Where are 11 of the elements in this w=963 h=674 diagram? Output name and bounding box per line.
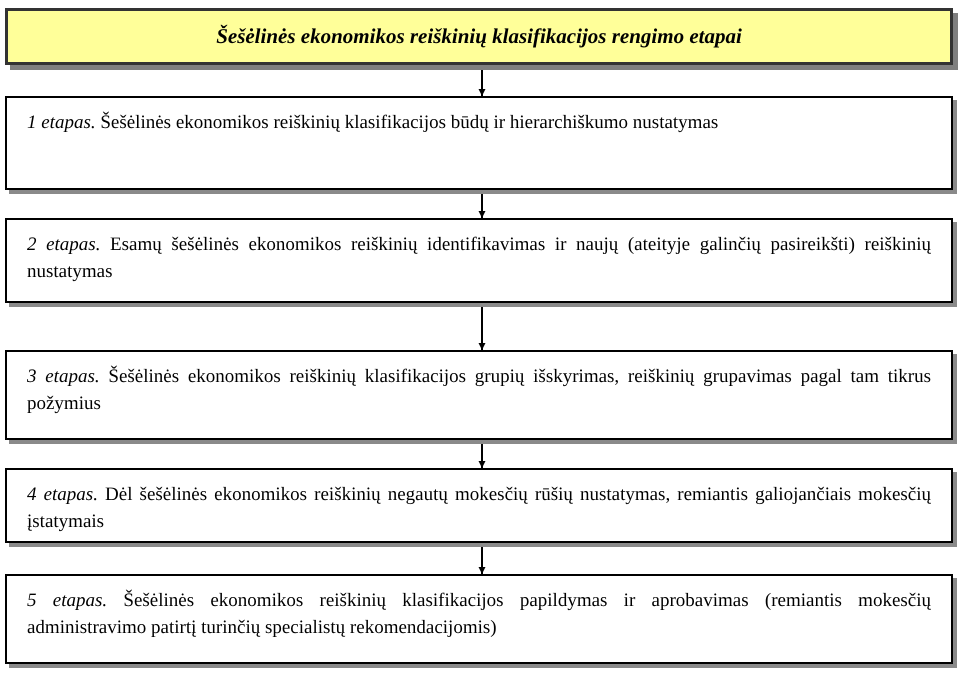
stage-text: 2 etapas. Esamų šešėlinės ekonomikos reiškinių identifikavimas ir naujų (ateityje galinčių pasireikšti) reiškinių nustatymas bbox=[27, 233, 931, 284]
arrow bbox=[478, 304, 486, 350]
arrow bbox=[478, 544, 486, 574]
arrow bbox=[478, 441, 486, 468]
title-text: Šešėlinės ekonomikos reiškinių klasifikacijos rengimo etapai bbox=[216, 24, 742, 49]
arrow bbox=[478, 191, 486, 218]
stage-text: 5 etapas. Šešėlinės ekonomikos reiškinių klasifikacijos papildymas ir aprobavimas (remiantis mokesčių administravimo patirtį turinčių specialistų rekomendacijomis) bbox=[27, 588, 931, 640]
stage-text: 3 etapas. Šešėlinės ekonomikos reiškinių klasifikacijos grupių išskyrimas, reiškinių grupavimas pagal tam tikrus požymius bbox=[27, 364, 931, 416]
arrow bbox=[478, 67, 486, 96]
stage-text: 1 etapas. Šešėlinės ekonomikos reiškinių klasifikacijos būdų ir hierarchiškumo nustatymas bbox=[27, 110, 718, 135]
stage-text: 4 etapas. Dėl šešėlinės ekonomikos reiškinių negautų mokesčių rūšių nustatymas, remiantis galiojančiais mokesčių įstatymais bbox=[27, 483, 931, 534]
